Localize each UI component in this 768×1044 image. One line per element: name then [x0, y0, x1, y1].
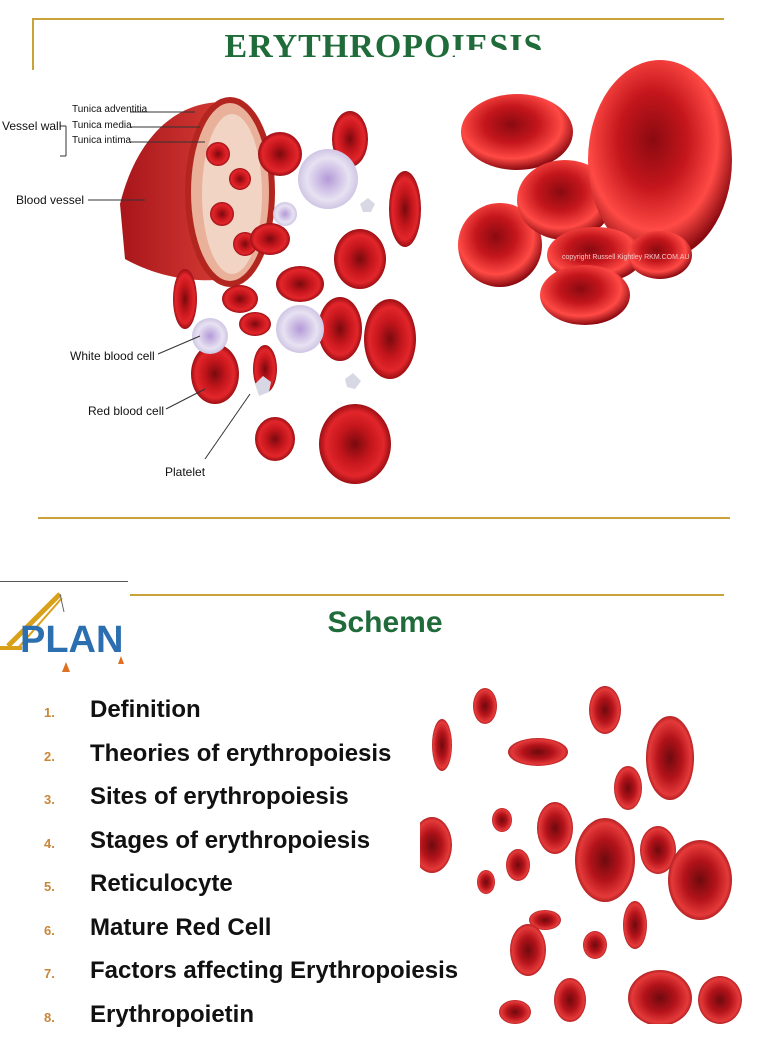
white-blood-cell [192, 318, 228, 354]
list-item: 6.Mature Red Cell [44, 914, 458, 958]
red-blood-cell [646, 716, 694, 800]
list-text: Erythropoietin [90, 1001, 254, 1029]
red-blood-cell [389, 171, 421, 247]
red-blood-cell [276, 266, 324, 302]
red-blood-cell [258, 132, 302, 176]
top-gold-rule [32, 18, 724, 20]
list-number: 4. [44, 836, 90, 851]
red-blood-cell [668, 840, 732, 920]
red-blood-cell [364, 299, 416, 379]
red-blood-cell [628, 970, 692, 1024]
plan-logo-text: PLAN [20, 619, 123, 661]
list-text: Theories of erythropoiesis [90, 740, 391, 768]
list-text: Definition [90, 696, 201, 724]
title-gold-rule [130, 594, 724, 596]
list-number: 6. [44, 923, 90, 938]
white-blood-cell [273, 202, 297, 226]
list-item: 7.Factors affecting Erythropoiesis [44, 957, 458, 1001]
red-blood-cell [461, 94, 573, 170]
red-blood-cell [206, 142, 230, 166]
tunica-intima-label: Tunica intima [72, 135, 131, 146]
vessel-wall-label: Vessel wall [2, 119, 61, 133]
red-blood-cell [222, 285, 258, 313]
list-number: 5. [44, 879, 90, 894]
red-blood-cell [432, 719, 452, 771]
list-number: 8. [44, 1010, 90, 1025]
red-blood-cell-label: Red blood cell [88, 404, 164, 418]
red-blood-cell [575, 818, 635, 902]
red-blood-cell [583, 931, 607, 959]
tunica-media-label: Tunica media [72, 120, 132, 131]
list-text: Reticulocyte [90, 870, 233, 898]
rbc-3d-illustration [455, 50, 745, 340]
red-blood-cell [473, 688, 497, 724]
red-blood-cell [319, 404, 391, 484]
scheme-title: Scheme [300, 606, 470, 640]
red-blood-cell [250, 223, 290, 255]
red-blood-cell [508, 738, 568, 766]
white-blood-cell [276, 305, 324, 353]
falling-rbc-illustration [420, 680, 760, 1024]
top-thin-rule [0, 581, 128, 582]
bottom-gold-rule [38, 517, 730, 519]
red-blood-cell [173, 269, 197, 329]
red-blood-cell [229, 168, 251, 190]
list-item: 2.Theories of erythropoiesis [44, 740, 458, 784]
list-number: 3. [44, 792, 90, 807]
list-number: 2. [44, 749, 90, 764]
plan-logo: PLAN [0, 586, 130, 686]
list-item: 4.Stages of erythropoiesis [44, 827, 458, 871]
red-blood-cell [614, 766, 642, 810]
blood-vessel-illustration [0, 84, 440, 494]
tunica-adventitia-label: Tunica adventitia [72, 104, 147, 115]
list-text: Mature Red Cell [90, 914, 271, 942]
platelet-label: Platelet [165, 465, 205, 479]
list-text: Stages of erythropoiesis [90, 827, 370, 855]
red-blood-cell [318, 297, 362, 361]
red-blood-cell [492, 808, 512, 832]
red-blood-cell [537, 802, 573, 854]
list-item: 3.Sites of erythropoiesis [44, 783, 458, 827]
red-blood-cell [589, 686, 621, 734]
list-text: Sites of erythropoiesis [90, 783, 349, 811]
red-blood-cell [698, 976, 742, 1024]
red-blood-cell [239, 312, 271, 336]
list-item: 1.Definition [44, 696, 458, 740]
white-blood-cell [298, 149, 358, 209]
list-number: 1. [44, 705, 90, 720]
blood-vessel-label: Blood vessel [16, 193, 84, 207]
red-blood-cell [334, 229, 386, 289]
red-blood-cell [510, 924, 546, 976]
list-text: Factors affecting Erythropoiesis [90, 957, 458, 985]
red-blood-cell [477, 870, 495, 894]
red-blood-cell [499, 1000, 531, 1024]
list-number: 7. [44, 966, 90, 981]
red-blood-cell [210, 202, 234, 226]
copyright-text: copyright Russell Kightley RKM.COM.AU [562, 254, 690, 261]
red-blood-cell [506, 849, 530, 881]
platelet [345, 373, 361, 389]
list-item: 5.Reticulocyte [44, 870, 458, 914]
red-blood-cell [554, 978, 586, 1022]
red-blood-cell [623, 901, 647, 949]
white-blood-cell-label: White blood cell [70, 349, 155, 363]
scheme-list: 1.Definition 2.Theories of erythropoiesi… [44, 696, 458, 1044]
red-blood-cell [420, 817, 452, 873]
red-blood-cell [255, 417, 295, 461]
list-item: 8.Erythropoietin [44, 1001, 458, 1044]
platelet [360, 198, 375, 212]
red-blood-cell [540, 265, 630, 325]
